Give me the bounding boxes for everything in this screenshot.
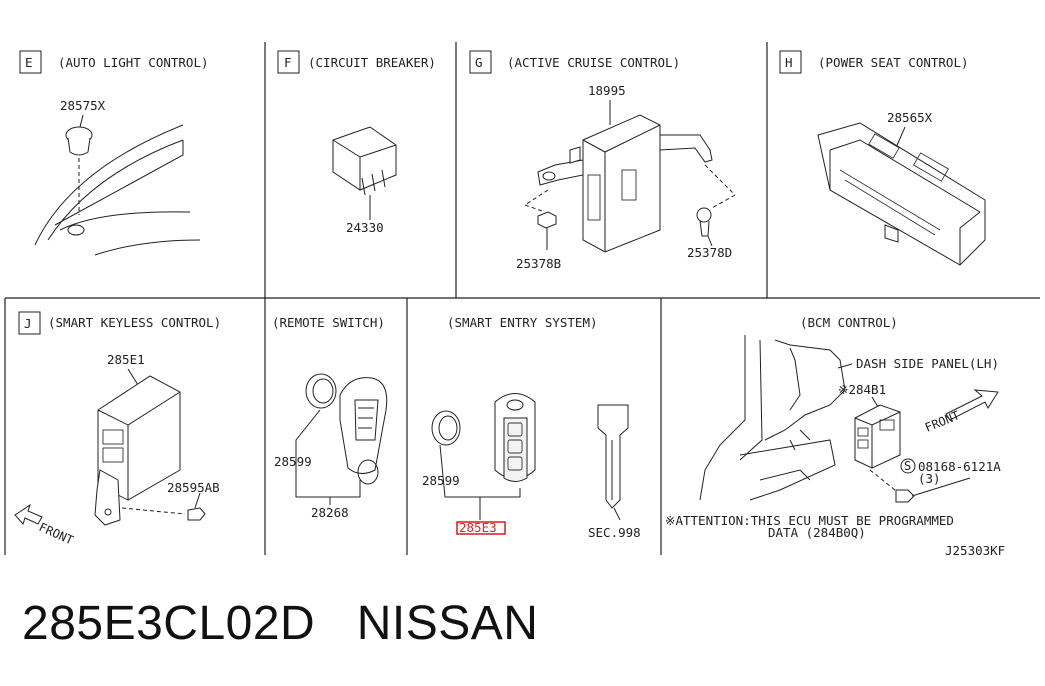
part-18995-label: 18995 [588, 83, 626, 98]
bcm-front-arrow-icon [945, 389, 999, 421]
section-j: J (SMART KEYLESS CONTROL) 285E1 28595AB … [14, 311, 221, 547]
section-j-letter: J [24, 316, 32, 331]
coin-battery [305, 373, 337, 409]
parts-diagram: E (AUTO LIGHT CONTROL) 28575X F (CIRCUIT… [4, 42, 1040, 558]
section-f-letter-box [277, 50, 300, 74]
part-28565x-label: 28565X [887, 110, 933, 125]
caption-part-number: 285E3CL02D [22, 597, 316, 650]
smart-coin-battery [431, 410, 461, 446]
mechanical-key [597, 404, 629, 509]
bcm-title: (BCM CONTROL) [800, 315, 898, 330]
bcm-module [854, 404, 901, 469]
bcm-bolt-label: 08168-6121A [918, 459, 1001, 474]
bcm-part-284b1-label: ※284B1 [838, 382, 886, 397]
section-j-title: (SMART KEYLESS CONTROL) [48, 315, 221, 330]
part-28595ab-label: 28595AB [167, 480, 220, 495]
section-smart-entry: (SMART ENTRY SYSTEM) 28599 285E3 SEC.998 [422, 315, 641, 540]
bcm-attention-line1: ※ATTENTION:THIS ECU MUST BE PROGRAMMED [665, 513, 954, 528]
section-h-title: (POWER SEAT CONTROL) [818, 55, 969, 70]
part-25378b-label: 25378B [516, 256, 561, 271]
smart-part-285e3-label: 285E3 [459, 520, 497, 535]
section-h: H (POWER SEAT CONTROL) 28565X [779, 50, 986, 266]
section-j-letter-box [18, 311, 41, 335]
remote-fob [339, 377, 388, 474]
part-28575x-label: 28575X [60, 98, 106, 113]
brand-logo-icon [506, 399, 524, 411]
bolt-08168-6121a [895, 489, 915, 503]
section-f-letter: F [284, 55, 292, 70]
bolt-28595ab [187, 507, 206, 521]
smart-entry-title: (SMART ENTRY SYSTEM) [447, 315, 598, 330]
section-h-letter: H [785, 55, 793, 70]
front-arrow-icon [14, 503, 43, 525]
section-g: G (ACTIVE CRUISE CONTROL) 18995 25378B 2… [469, 50, 736, 271]
bolt-25378b [537, 211, 557, 229]
part-285e1-label: 285E1 [107, 352, 145, 367]
smart-part-sec998-label: SEC.998 [588, 525, 641, 540]
bolt-s-mark-circle [900, 458, 916, 474]
remote-part-28599-label: 28599 [274, 454, 312, 469]
caption-brand: NISSAN [356, 597, 539, 650]
part-24330-label: 24330 [346, 220, 384, 235]
grid-lines [4, 42, 1040, 555]
smart-part-28599-label: 28599 [422, 473, 460, 488]
section-e-title: (AUTO LIGHT CONTROL) [58, 55, 209, 70]
bcm-dash-side-panel-label: DASH SIDE PANEL(LH) [856, 356, 999, 371]
circuit-breaker [332, 126, 397, 191]
section-remote-switch: (REMOTE SWITCH) 28599 28268 [272, 315, 388, 520]
section-h-letter-box [779, 50, 802, 74]
part-25378d-label: 25378D [687, 245, 732, 260]
section-f-title: (CIRCUIT BREAKER) [308, 55, 436, 70]
part-caption: 285E3CL02D NISSAN [22, 596, 538, 651]
section-j-front-label: FRONT [37, 520, 76, 547]
section-f: F (CIRCUIT BREAKER) 24330 [277, 50, 436, 235]
bcm-bolt-s-mark: S [904, 459, 911, 473]
remote-switch-title: (REMOTE SWITCH) [272, 315, 385, 330]
diagram-code: J25303KF [945, 543, 1005, 558]
bolt-25378d [696, 207, 712, 223]
section-g-letter-box [469, 50, 492, 74]
section-bcm: (BCM CONTROL) DASH SIDE PANEL(LH) ※284B1… [665, 315, 1001, 540]
lock-button-icon [507, 422, 523, 437]
section-e-letter-box [19, 50, 42, 74]
unlock-button-icon [507, 439, 523, 454]
section-e: E (AUTO LIGHT CONTROL) 28575X [19, 50, 209, 256]
bcm-front-label: FRONT [923, 408, 962, 435]
section-g-title: (ACTIVE CRUISE CONTROL) [507, 55, 680, 70]
trunk-button-icon [507, 456, 523, 471]
section-e-letter: E [25, 55, 33, 70]
cruise-control-unit [582, 114, 661, 253]
bcm-attention-line2: DATA (284B0Q) [768, 525, 866, 540]
highlight-285e3-box [456, 521, 506, 535]
bcm-bolt-qty: (3) [918, 471, 941, 486]
remote-part-28268-label: 28268 [311, 505, 349, 520]
section-g-letter: G [475, 55, 483, 70]
